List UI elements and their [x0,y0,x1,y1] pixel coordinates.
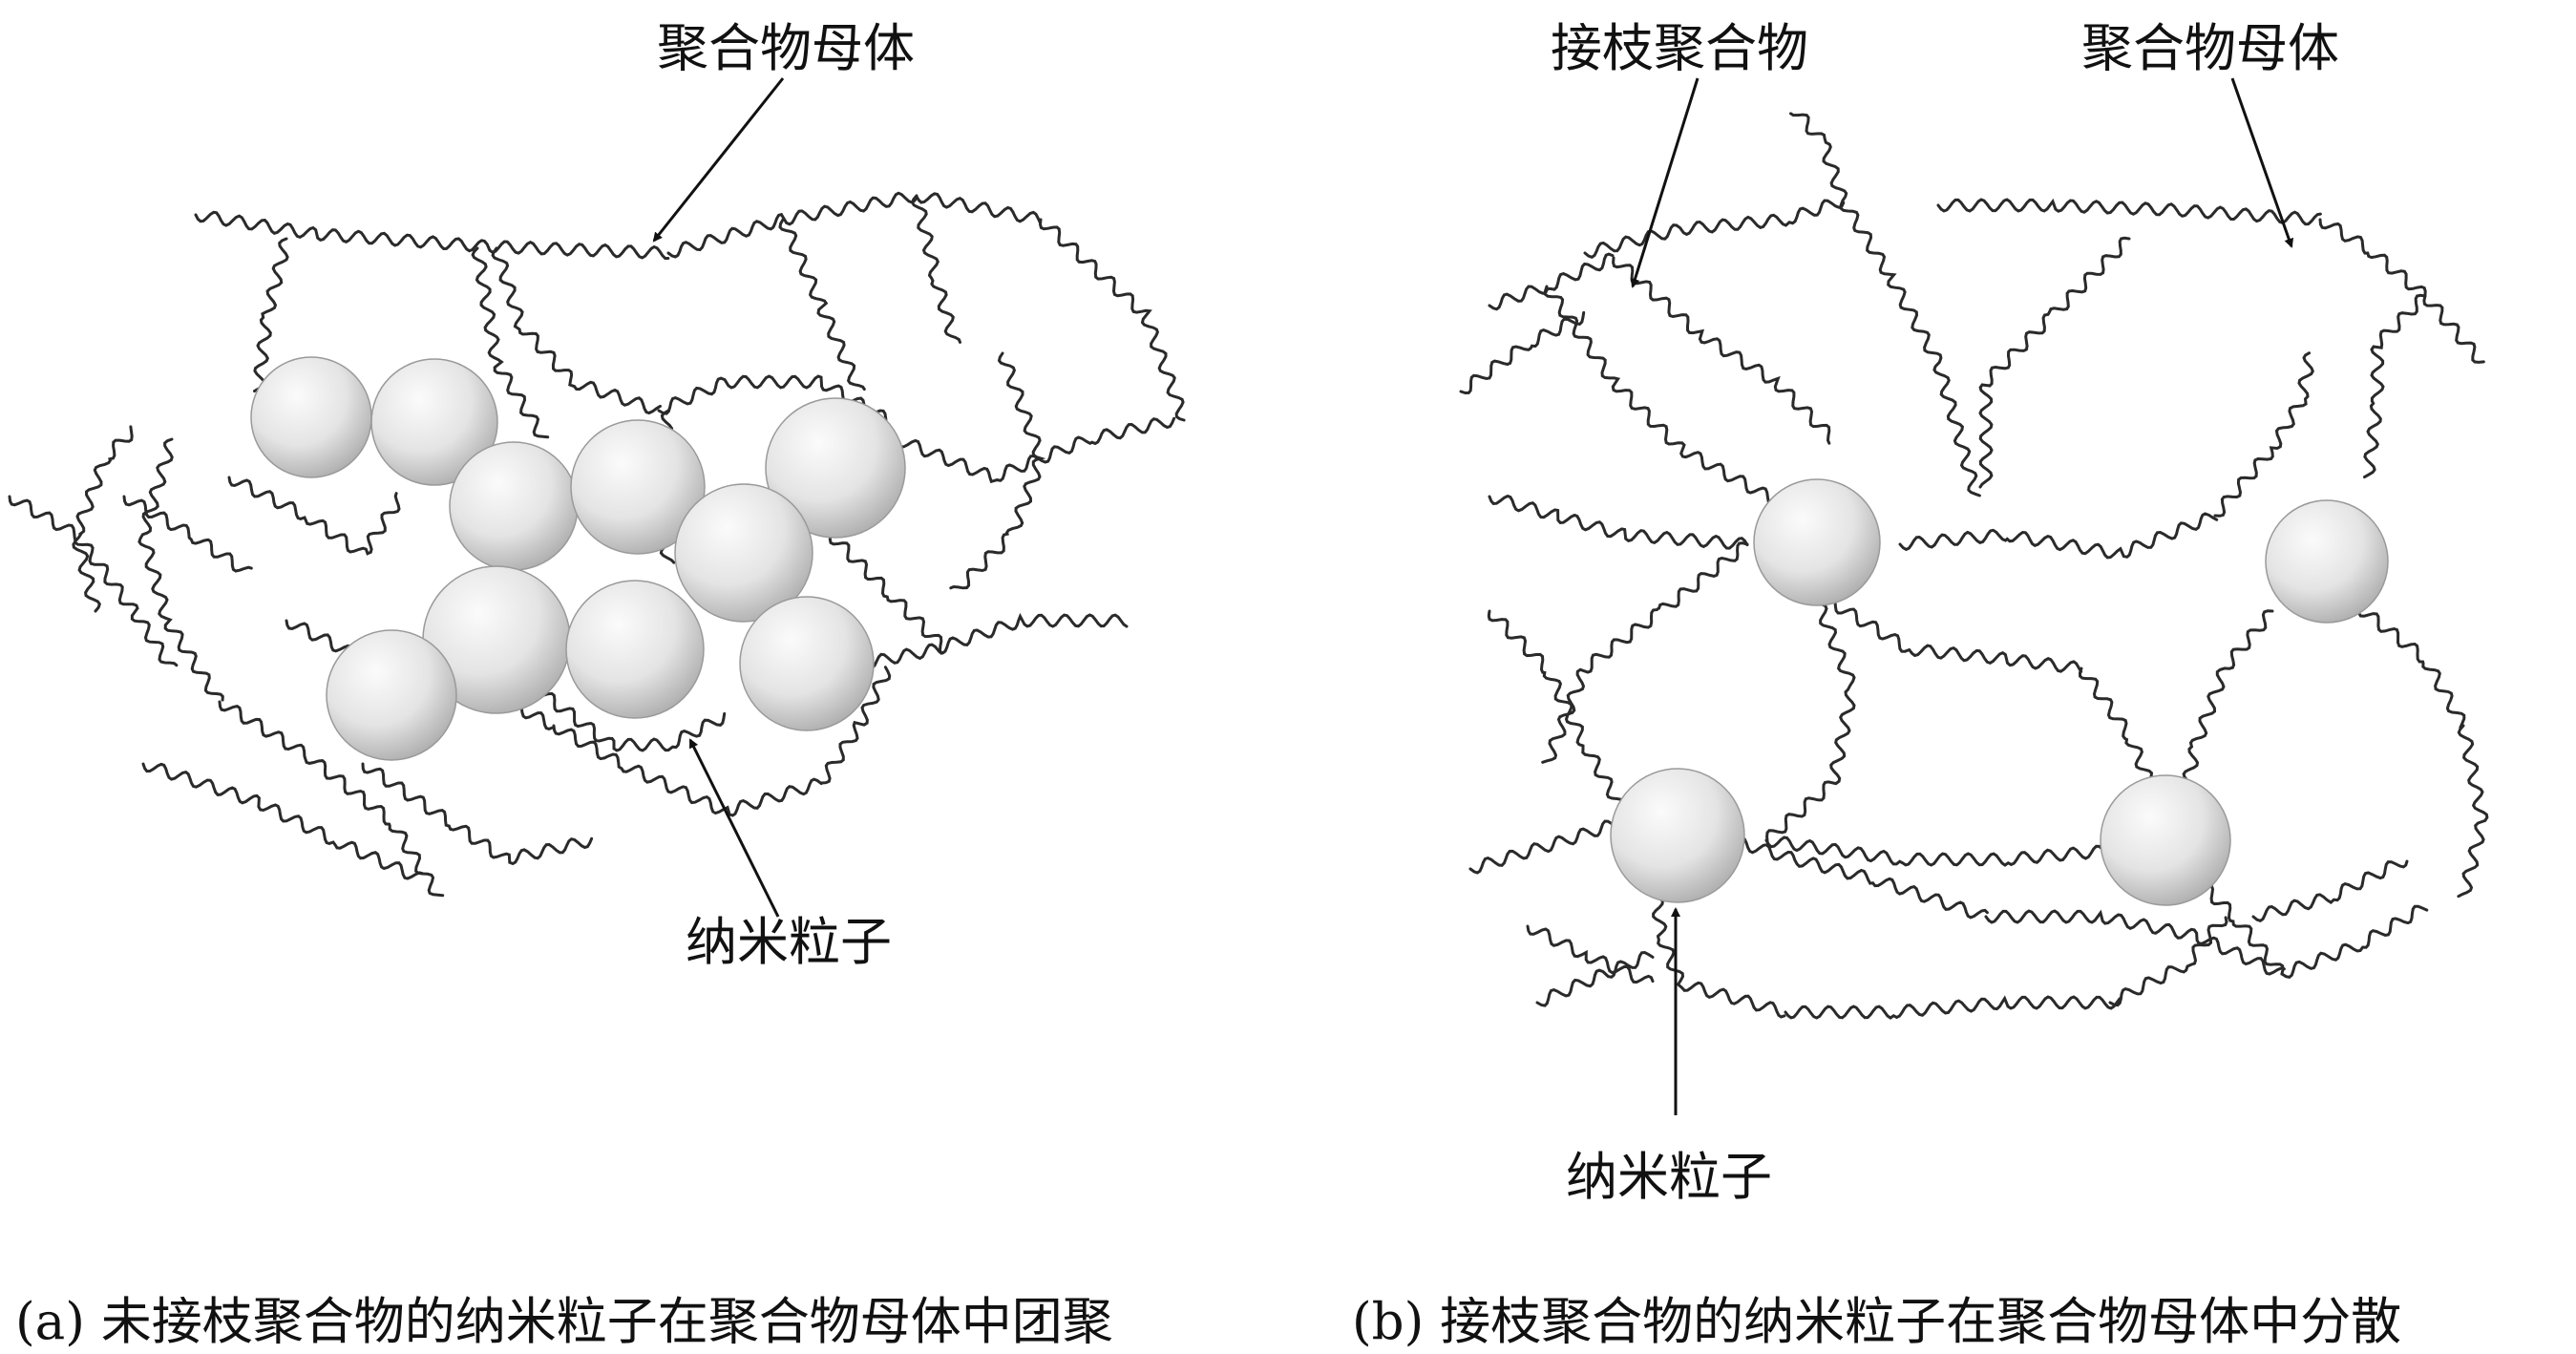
polymer-chain [2282,906,2427,977]
polymer-chain [2459,726,2487,897]
polymer-chain [1900,514,2217,558]
polymer-chain [913,196,961,342]
polymer-chain [1814,592,2081,672]
polymer-chain [951,353,1041,588]
polymer-chain [1489,497,1747,549]
nanoparticle-cluster-a [251,357,905,760]
polymer-chain [229,477,399,554]
polymer-chain [1543,543,1747,763]
polymer-chain [2215,353,2312,517]
pointer-arrow [654,78,783,241]
polymer-chain [2110,918,2227,1005]
polymer-chain [1791,114,1847,201]
polymer-chain [1041,220,1185,420]
polymer-chain [2253,861,2407,920]
caption-b: (b) 接枝聚合物的纳米粒子在聚合物母体中分散 [1352,1281,2401,1354]
polymer-chain [196,212,668,258]
label-nanoparticle-b: 纳米粒子 [1566,1134,1772,1210]
nanoparticle [2101,775,2230,905]
pointer-arrow [690,740,778,917]
label-polymer-matrix-a: 聚合物母体 [657,6,915,81]
nanoparticle [2266,500,2388,623]
polymer-chain [1766,837,2120,865]
polymer-chain [1585,201,1844,257]
polymer-chain [1785,997,2120,1018]
polymer-chain [1614,258,1829,443]
label-arrows [654,78,2291,1115]
polymer-chain [668,193,1040,257]
pointer-arrow [1633,78,1698,286]
nanoparticle [1611,769,1744,902]
nanoparticle [740,597,874,730]
dispersed-nanoparticles-b [1611,479,2388,905]
polymer-chain [493,248,660,413]
caption-a: (a) 未接枝聚合物的纳米粒子在聚合物母体中团聚 [15,1281,1113,1354]
polymer-chain [74,427,132,611]
polymer-chain [1841,201,1979,496]
polymer-chain [780,220,864,390]
polymer-chain [143,764,422,878]
polymer-chain [840,615,1127,673]
nanoparticle [1754,479,1880,605]
polymer-matrix-chains-a [10,193,1184,895]
polymer-chain [1489,254,1613,309]
nanoparticle [566,581,704,718]
polymer-chain [363,764,592,864]
polymer-chain [1767,592,1854,841]
label-grafted-polymer-b: 接枝聚合物 [1551,6,1808,81]
polymer-chain [1986,911,2284,974]
polymer-chain [2365,295,2426,476]
polymer-chain [1980,238,2129,487]
polymer-chain [1528,926,1653,983]
label-polymer-matrix-b: 聚合物母体 [2081,6,2339,81]
polymer-chain [139,439,222,700]
polymer-chain [1461,312,1584,392]
polymer-chain [1938,200,2320,224]
nanoparticle [327,630,456,760]
label-nanoparticle-a: 纳米粒子 [686,899,892,975]
nanoparticle [251,357,371,477]
polymer-chain [1489,611,1624,814]
polymer-chain [2320,220,2483,362]
nanoparticle [450,442,578,570]
pointer-arrow [2232,78,2291,246]
